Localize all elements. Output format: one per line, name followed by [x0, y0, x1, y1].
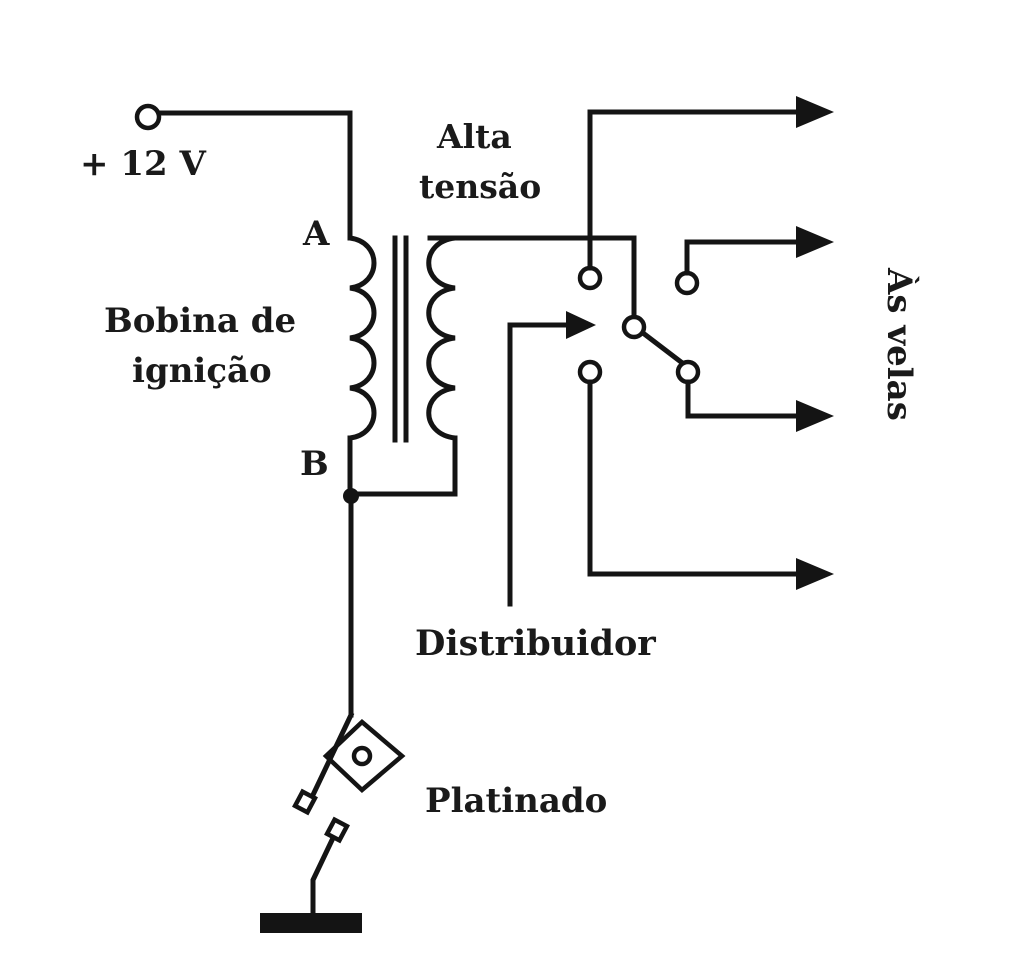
ground-bar: [260, 913, 362, 933]
distributor-terminal-2: [674, 270, 700, 296]
distributor-terminal-1: [577, 265, 603, 291]
secondary-ground-wire: [347, 435, 458, 497]
plug-wire-1: [587, 109, 813, 271]
secondary-winding: [426, 235, 458, 441]
supply-terminal: [134, 103, 162, 131]
primary-winding: [347, 235, 377, 441]
breaker-contact-upper: [292, 788, 318, 816]
arrow-plug-4: [796, 558, 834, 590]
distributor-pointer: [507, 322, 573, 607]
high-voltage-label-2: tensão: [419, 167, 541, 206]
coil-label-2: ignição: [132, 351, 272, 391]
supply-wire: [156, 110, 353, 241]
distributor-label: Distribuidor: [415, 623, 656, 664]
arrow-plug-2: [796, 226, 834, 258]
terminal-a-label: A: [302, 214, 330, 254]
terminal-b-label: B: [300, 444, 329, 484]
arrow-plug-1: [796, 96, 834, 128]
high-voltage-wire: [427, 235, 637, 321]
spark-plugs-label: Às velas: [879, 267, 920, 421]
distributor-terminal-4: [577, 359, 603, 385]
high-voltage-label-1: Alta: [436, 117, 512, 156]
breaker-contact-lower: [324, 816, 350, 844]
breaker-arm: [308, 711, 355, 801]
plug-wire-3: [685, 379, 813, 419]
distributor-terminal-3: [675, 359, 701, 385]
rotor-arm: [639, 329, 685, 366]
breaker-ground-wire: [310, 834, 337, 921]
coil-label-1: Bobina de: [104, 301, 296, 341]
plug-wire-2: [684, 239, 813, 276]
breaker-points-label: Platinado: [425, 781, 607, 821]
breaker-cam-center: [351, 745, 373, 767]
supply-label: + 12 V: [80, 144, 206, 184]
distributor-pointer-arrow: [566, 311, 596, 339]
plug-wire-4: [587, 379, 813, 577]
arrow-plug-3: [796, 400, 834, 432]
breaker-points: [292, 711, 406, 921]
rotor-terminal: [621, 314, 647, 340]
